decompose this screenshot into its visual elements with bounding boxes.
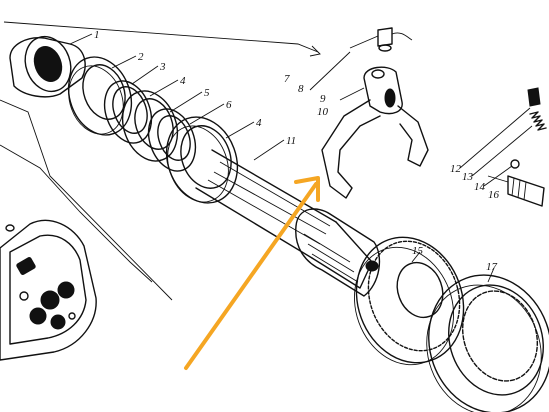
callout-4: 4 <box>180 75 186 87</box>
callout-7: 7 <box>284 73 290 85</box>
callout-3: 3 <box>159 61 166 73</box>
callout-6: 6 <box>226 99 232 111</box>
callout-10: 10 <box>317 106 329 118</box>
callout-12: 12 <box>450 163 462 175</box>
callout-9: 9 <box>320 93 326 105</box>
part-2-bearing <box>67 56 133 136</box>
highlight-arrow-head <box>294 176 320 202</box>
callout-15: 15 <box>412 245 424 257</box>
callout-leaders <box>69 33 533 283</box>
callout-8: 8 <box>298 83 304 95</box>
splined-hub <box>295 208 381 297</box>
callout-labels: 1 2 3 4 5 6 4 11 7 8 9 10 12 13 14 16 15… <box>94 29 500 273</box>
part-4-bearing <box>165 116 239 204</box>
highlight-arrow-shaft <box>184 182 318 370</box>
part-1-bushing <box>9 35 86 98</box>
part-12-16-detent <box>487 87 547 207</box>
callout-2: 2 <box>138 51 144 63</box>
part-8-grease-nipple <box>349 27 413 52</box>
callout-4-second: 4 <box>256 117 262 129</box>
callout-14: 14 <box>474 181 486 193</box>
part-9-10-shift-fork <box>321 66 429 199</box>
part-11-shaft <box>195 149 373 289</box>
callout-17: 17 <box>486 261 498 273</box>
callout-5: 5 <box>204 87 210 99</box>
highlight-arrow <box>184 176 320 370</box>
part-4-5-6-rings <box>121 90 197 172</box>
callout-13: 13 <box>462 171 474 183</box>
callout-11: 11 <box>286 135 296 147</box>
leader-lines <box>0 21 321 301</box>
housing-cover <box>0 219 97 361</box>
callout-16: 16 <box>488 189 500 201</box>
callout-1: 1 <box>94 29 100 41</box>
part-17-sleeve <box>426 274 549 412</box>
